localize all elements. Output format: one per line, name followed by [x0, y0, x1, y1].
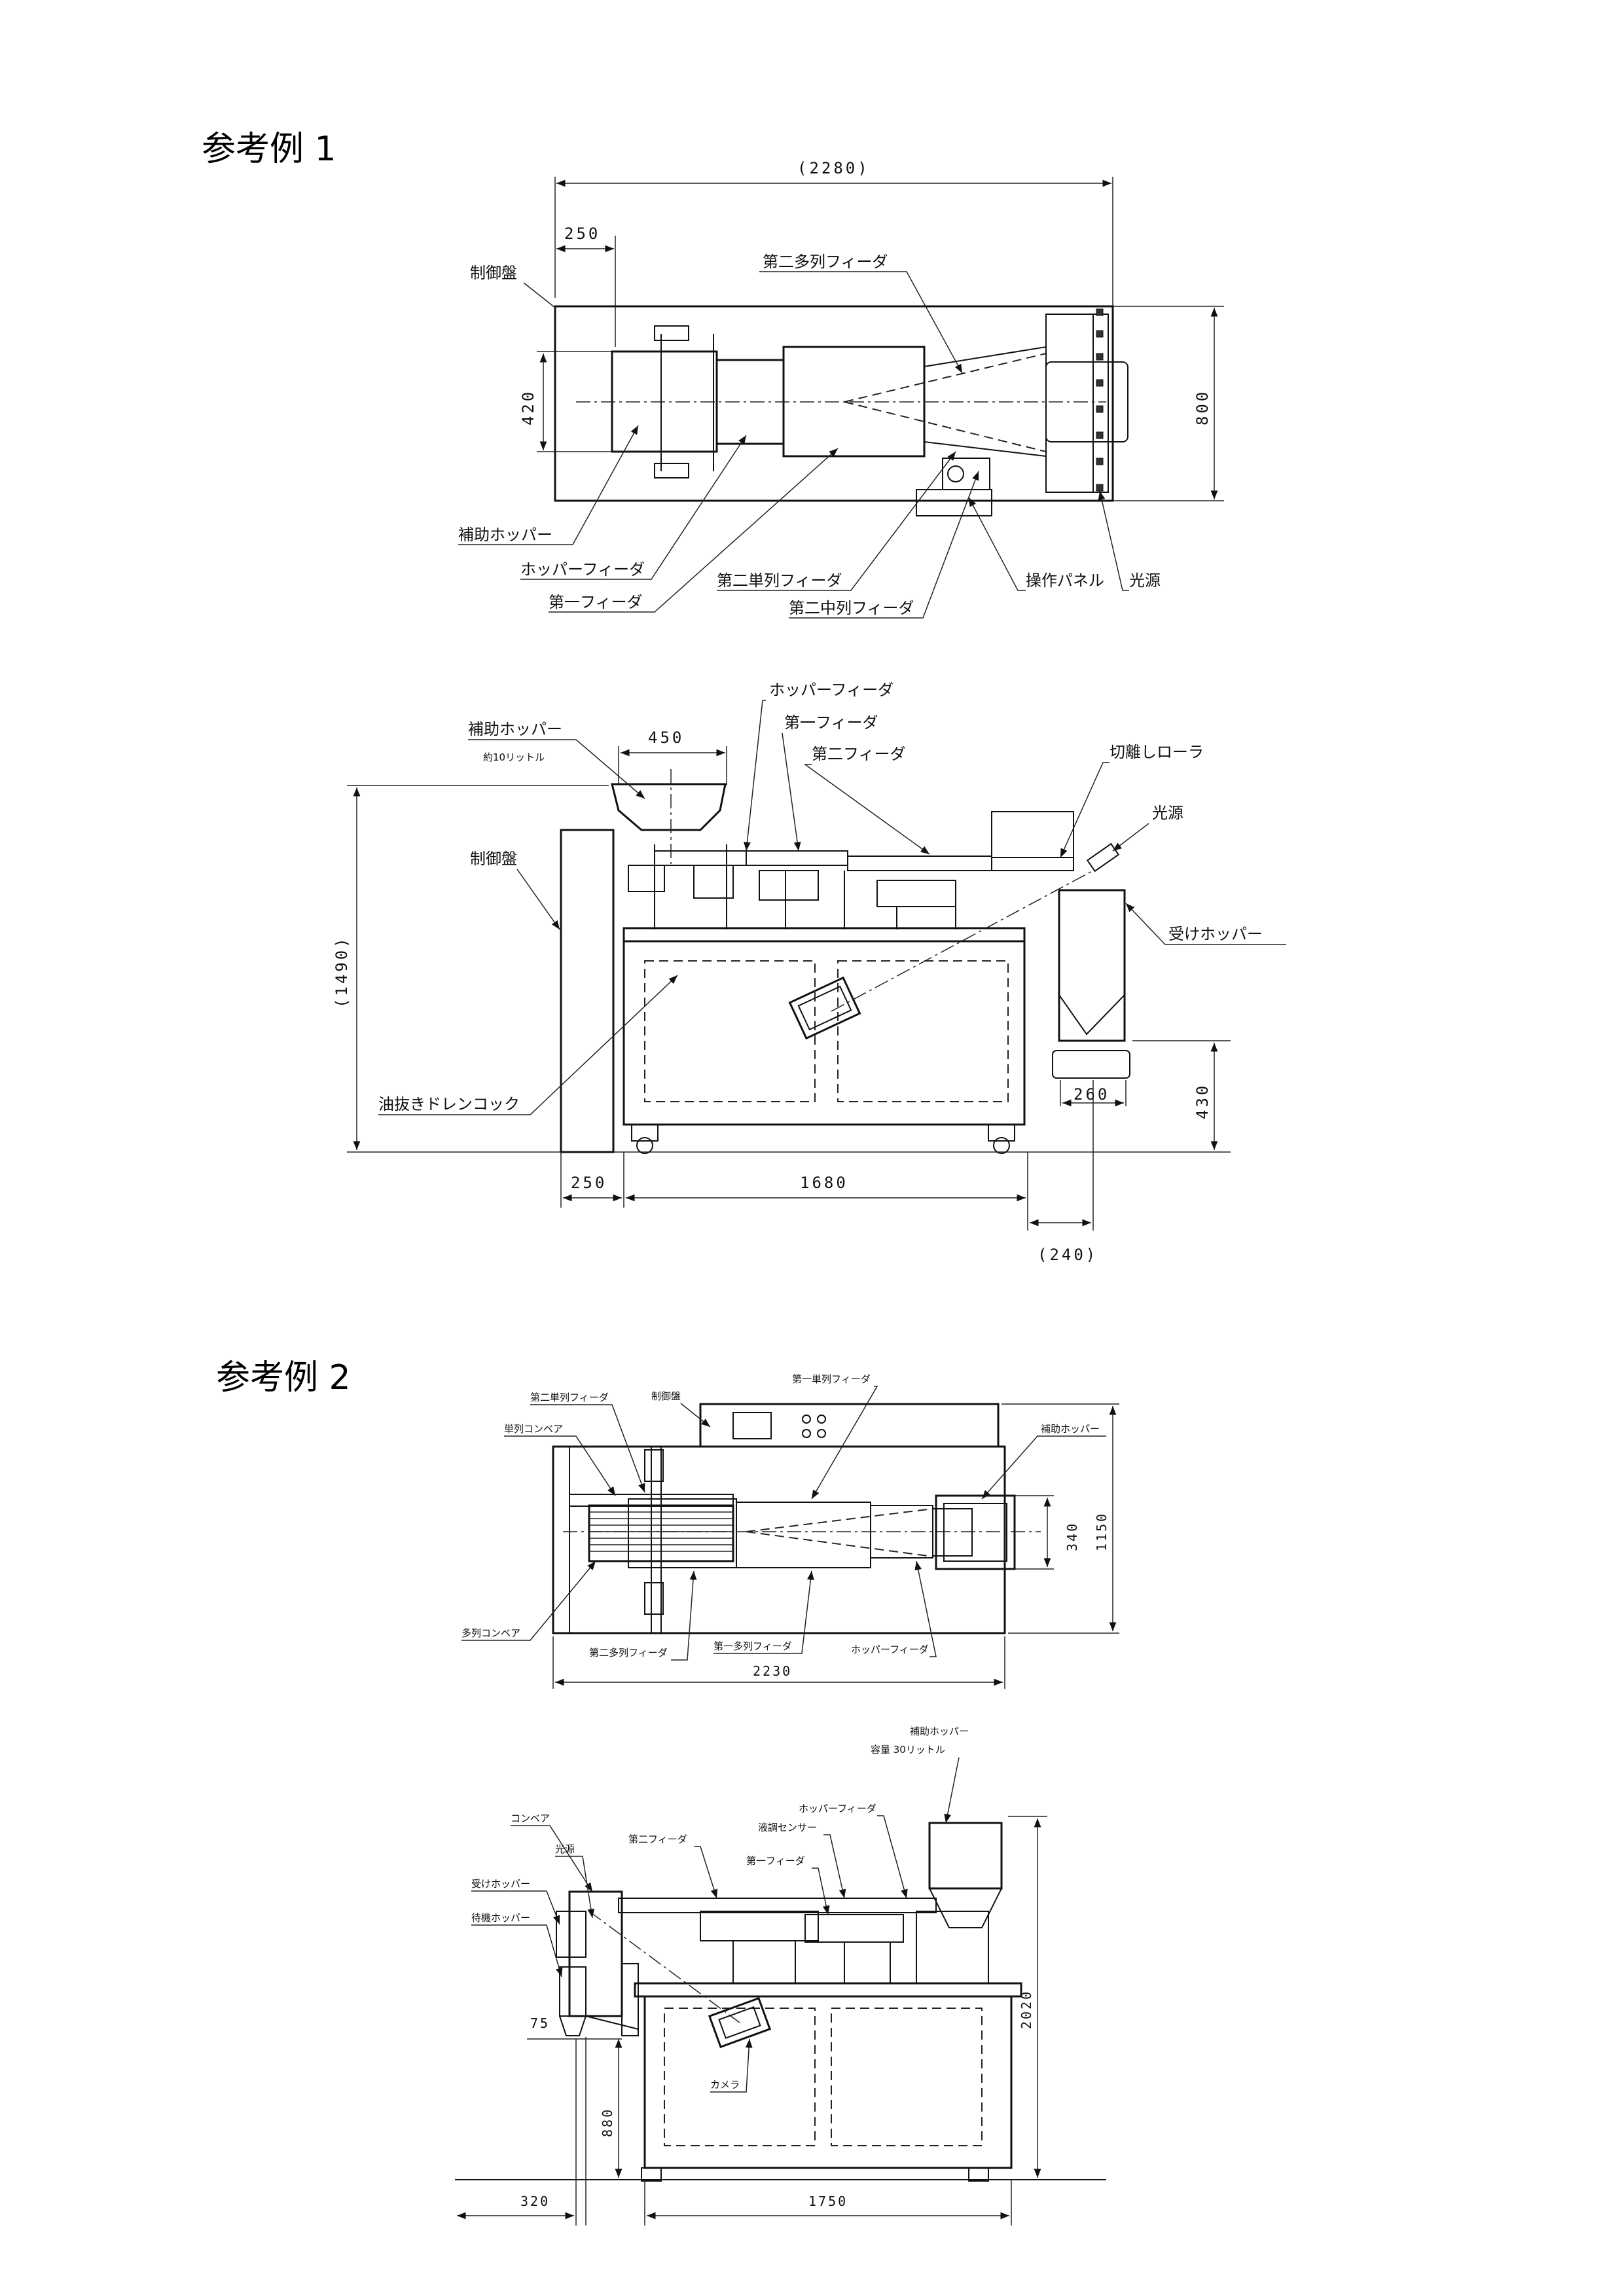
ex1-side-label-recv-hopper: 受けホッパー	[1168, 925, 1263, 943]
ex2-side-label-recv-hopper: 受けホッパー	[471, 1878, 530, 1890]
ex2-side-label-hopper-feeder: ホッパーフィーダ	[799, 1803, 876, 1814]
ex2-top-label-first-single: 第一単列フィーダ	[792, 1373, 871, 1385]
ex1-side-label-second-feeder: 第二フィーダ	[812, 745, 906, 763]
ex1-side-dim-1490: (1490)	[333, 935, 351, 1008]
ex1-side-view: (1490) 450	[333, 681, 1286, 1264]
ex1-side-dim-430: 430	[1193, 1083, 1212, 1119]
example-2-title: 参考例 2	[216, 1358, 351, 1397]
ex2-side-label-aux-hopper: 補助ホッパー	[910, 1725, 969, 1737]
ex2-top-label-aux-hopper: 補助ホッパー	[1041, 1423, 1100, 1435]
ex1-top-label-second-single: 第二単列フィーダ	[717, 571, 842, 590]
ex1-side-label-first-feeder: 第一フィーダ	[784, 713, 878, 732]
ex1-top-label-hopper-feeder: ホッパーフィーダ	[520, 560, 645, 579]
ex2-top-dim-2230: 2230	[753, 1663, 792, 1679]
ex1-top-dim-overall: (2280)	[797, 159, 870, 177]
ex1-side-dim-1680: 1680	[800, 1174, 848, 1192]
ex2-side-label-wait-hopper: 待機ホッパー	[471, 1912, 530, 1924]
ex1-top-label-aux-hopper: 補助ホッパー	[458, 526, 552, 544]
ex2-side-view: 2020 75 880 320 1750 補助ホッパー 容量 30リットル コン…	[455, 1725, 1106, 2226]
ex1-top-label-first-feeder: 第一フィーダ	[549, 593, 643, 611]
ex2-side-label-first-feeder: 第一フィーダ	[746, 1855, 805, 1867]
ex2-side-label-capacity: 容量 30リットル	[871, 1744, 945, 1756]
ex1-top-label-light: 光源	[1129, 571, 1161, 590]
ex1-top-label-second-middle: 第二中列フィーダ	[789, 599, 914, 617]
ex2-top-dim-1150: 1150	[1094, 1512, 1110, 1551]
ex1-top-dim-800: 800	[1193, 389, 1212, 425]
ex2-side-dim-2020: 2020	[1019, 1990, 1034, 2029]
ex1-side-label-hopper-feeder: ホッパーフィーダ	[769, 681, 893, 699]
ex1-top-label-control: 制御盤	[470, 264, 517, 282]
ex1-side-label-control: 制御盤	[470, 850, 517, 868]
ex2-side-label-second-feeder: 第二フィーダ	[628, 1833, 687, 1845]
ex1-side-dim-240: (240)	[1038, 1246, 1098, 1264]
ex2-top-label-control: 制御盤	[651, 1390, 681, 1402]
ex1-side-label-drain: 油抜きドレンコック	[378, 1095, 520, 1113]
ex2-top-dim-340: 340	[1064, 1522, 1080, 1551]
ex1-side-label-capacity: 約10リットル	[483, 751, 545, 763]
ex2-top-label-first-multi: 第一多列フィーダ	[713, 1640, 792, 1652]
ex1-top-label-panel: 操作パネル	[1026, 571, 1104, 590]
ex1-top-dim-250: 250	[564, 225, 600, 243]
ex2-side-dim-75: 75	[530, 2015, 550, 2031]
ex1-side-label-aux-hopper: 補助ホッパー	[468, 720, 562, 738]
ex1-top-label-second-multi: 第二多列フィーダ	[763, 253, 888, 271]
ex2-side-label-camera: カメラ	[710, 2079, 740, 2091]
ex2-top-label-hopper-feeder: ホッパーフィーダ	[851, 1644, 929, 1655]
ex1-top-dim-420: 420	[519, 389, 537, 425]
ex2-top-label-second-multi: 第二多列フィーダ	[589, 1647, 668, 1659]
ex1-side-dim-250: 250	[571, 1174, 607, 1192]
ex1-side-dim-450: 450	[648, 729, 684, 747]
ex1-side-label-cut-roller: 切離しローラ	[1110, 743, 1204, 761]
ex2-top-view: 340 1150 2230 第二単列フィーダ 制御盤 第一単列フィーダ 単列コン…	[461, 1373, 1119, 1689]
example-1-title: 参考例 1	[202, 130, 336, 169]
ex1-top-view: (2280) 250 420 800	[458, 159, 1224, 619]
ex2-side-dim-1750: 1750	[808, 2193, 848, 2209]
ex2-side-dim-880: 880	[600, 2108, 615, 2137]
ex2-side-label-conveyor: コンベア	[511, 1812, 550, 1824]
ex2-top-label-single-conv: 単列コンベア	[504, 1423, 563, 1435]
ex1-side-label-light: 光源	[1152, 804, 1183, 822]
ex2-side-dim-320: 320	[520, 2193, 550, 2209]
ex1-side-dim-260: 260	[1074, 1085, 1110, 1104]
ex2-side-label-light: 光源	[555, 1843, 575, 1855]
ex2-side-label-level-sensor: 液調センサー	[758, 1822, 817, 1833]
ex2-top-label-multi-conv: 多列コンベア	[461, 1627, 520, 1639]
ex2-top-label-second-single: 第二単列フィーダ	[530, 1392, 609, 1403]
